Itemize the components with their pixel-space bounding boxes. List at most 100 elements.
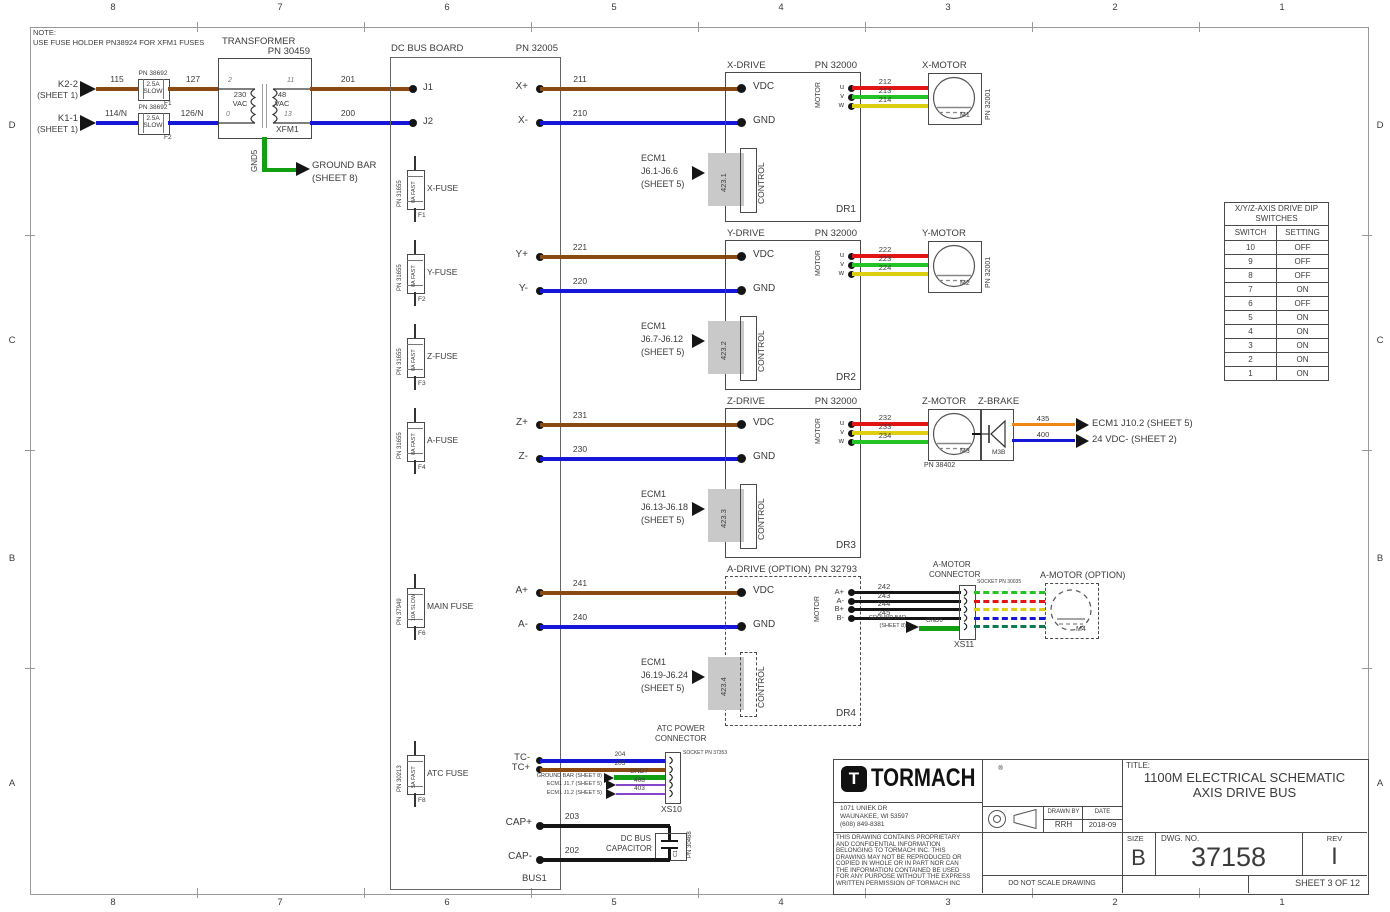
- z-brake-title: Z-BRAKE: [978, 396, 1020, 407]
- bus-terminal-yplus: Y+: [515, 249, 528, 260]
- bus-terminal-xplus: X+: [515, 81, 528, 92]
- fuse-atc-pn: PN 30213: [397, 765, 403, 792]
- control-plug: [708, 153, 744, 206]
- fuse-atc: [407, 755, 425, 795]
- dip-switch: 8: [1225, 269, 1277, 282]
- terminal-dot: [536, 766, 543, 773]
- flow-arrow-icon: [906, 621, 919, 633]
- motor-icon: [932, 244, 976, 288]
- wire-203-label: 203: [564, 811, 580, 821]
- transformer-windings-icon: [218, 84, 310, 128]
- fuse-z-rating: 8A FAST: [411, 349, 417, 371]
- zone-label: 7: [277, 2, 283, 13]
- a-motor-wire-dashed: [974, 591, 1045, 594]
- transformer-pin: 11: [287, 77, 295, 84]
- fuse-f2-speed: SLOW: [143, 122, 163, 129]
- frame-tick: [25, 235, 35, 236]
- wire-243-label: 243: [877, 590, 891, 600]
- wire-224-label: 224: [878, 263, 892, 272]
- wire-210-label: 210: [572, 108, 588, 118]
- fuse-f1-ref: F1: [164, 100, 172, 107]
- motor-brake-link: [972, 433, 981, 435]
- wire-213-label: 213: [878, 86, 892, 95]
- fuse-f1-value: 2.5A: [146, 80, 160, 88]
- zone-label: 5: [611, 897, 617, 908]
- frame-tick: [197, 22, 198, 32]
- src-k2-2: K2-2: [57, 79, 78, 90]
- tb-divider: [1155, 832, 1156, 875]
- wire-231-label: 231: [572, 410, 588, 420]
- flow-arrow-icon: [692, 334, 705, 348]
- fuse-f1-pn: PN 38692: [138, 70, 168, 77]
- zone-label: 2: [1112, 2, 1118, 13]
- dip-switch: 2: [1225, 353, 1277, 366]
- wire-233: [852, 431, 928, 435]
- fuse-lead: [414, 156, 416, 170]
- rev-value: I: [1331, 843, 1338, 870]
- fuse-z-pn: PN 31655: [397, 348, 403, 375]
- brake-out1-dest: ECM1 J10.2 (SHEET 5): [1092, 418, 1193, 429]
- a-motor-wire-dashed: [974, 625, 1045, 628]
- control-header: [740, 484, 757, 549]
- fuse-lead: [414, 741, 416, 755]
- a-conn-box: [959, 585, 976, 640]
- wire-204-label: 204: [614, 751, 626, 758]
- frame-tick: [531, 22, 532, 32]
- a-motor-box: [1045, 583, 1099, 639]
- zone-label: 4: [778, 2, 784, 13]
- phase-dot: [848, 614, 855, 622]
- frame-tick: [1362, 235, 1372, 236]
- frame-tick: [698, 22, 699, 32]
- gnd-label: GND: [753, 619, 776, 630]
- fuse-y-ref: F2: [418, 296, 426, 303]
- wire-214-label: 214: [878, 95, 892, 104]
- fuse-cap: [163, 113, 164, 133]
- tb-proprietary: COPIED IN WHOLE OR IN PART NOR CAN: [836, 860, 959, 867]
- tc-plus-label: TC+: [511, 762, 530, 773]
- frame-tick: [1199, 22, 1200, 32]
- phase-label: u: [839, 250, 844, 259]
- phase-label: w: [838, 436, 844, 445]
- wire-232-label: 232: [878, 413, 892, 422]
- wire-435-label: 435: [1036, 414, 1050, 423]
- fuse-lead: [414, 408, 416, 422]
- fuse-cap: [163, 79, 164, 99]
- wire-gnd6-label: GND6: [926, 618, 943, 624]
- cap-minus-label: CAP-: [508, 851, 532, 862]
- wire-234-label: 234: [878, 431, 892, 440]
- tormach-wordmark: TORMACH: [871, 764, 976, 792]
- zone-label: 1: [1279, 2, 1285, 13]
- control-header: [740, 316, 757, 381]
- date-label: DATE: [1094, 809, 1111, 815]
- dip-setting: ON: [1296, 285, 1309, 294]
- wire-220: [540, 289, 744, 293]
- frame-tick: [25, 668, 35, 669]
- drawing-frame: [30, 27, 1369, 895]
- dip-col-switch: SWITCH: [1225, 226, 1277, 240]
- dip-setting: OFF: [1294, 243, 1311, 252]
- z-drive-ref: DR3: [835, 540, 856, 551]
- a-drive-ref: DR4: [835, 708, 856, 719]
- ecm-ref: (SHEET 5): [641, 683, 685, 693]
- fuse-y: [407, 254, 425, 294]
- terminal-j2: [409, 119, 417, 127]
- dip-switch: 9: [1225, 255, 1277, 268]
- control-label: CONTROL: [756, 498, 766, 540]
- y-drive-ref: DR2: [835, 372, 856, 383]
- zone-label: C: [8, 335, 16, 346]
- cap-plate: [661, 847, 678, 849]
- title-block: [833, 759, 1369, 895]
- a-motor-title: A-MOTOR (OPTION): [1040, 570, 1126, 580]
- dwg-no-value: 37158: [1190, 842, 1267, 872]
- wire-210: [540, 121, 744, 125]
- fuse-cap: [407, 344, 423, 345]
- atc-403-src: ECM1 J1.2 (SHEET 5): [546, 789, 602, 796]
- wire-230: [540, 457, 744, 461]
- ecm-ref: J6.13-J6.18: [641, 502, 689, 512]
- tb-address: 1071 UNIEK DR: [840, 805, 888, 812]
- fuse-cap: [407, 176, 423, 177]
- a-conn-ref: XS11: [954, 639, 975, 649]
- zone-label: 3: [945, 897, 951, 908]
- wire-gnd7: [614, 775, 665, 780]
